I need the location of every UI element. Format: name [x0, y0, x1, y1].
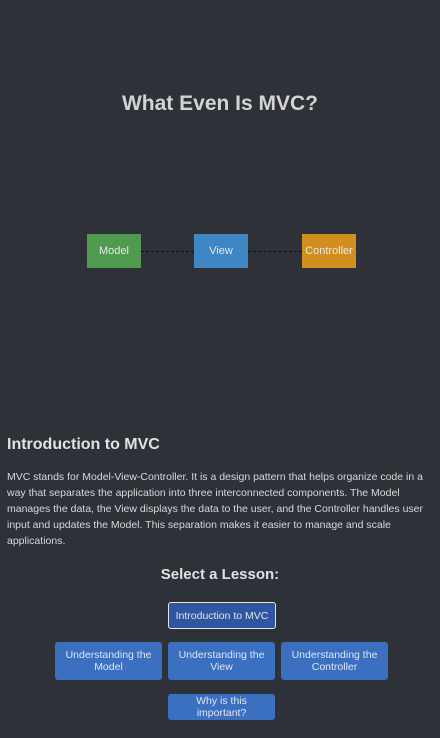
lesson-heading: Introduction to MVC — [7, 436, 160, 453]
lesson-body-text: MVC stands for Model-View-Controller. It… — [7, 471, 423, 547]
lesson-button-view[interactable]: Understanding the View — [168, 642, 275, 680]
diagram-node-controller: Controller — [302, 234, 356, 268]
view-controller-connector — [248, 251, 302, 252]
lesson-button-importance[interactable]: Why is this important? — [168, 694, 275, 720]
mvc-diagram: Model View Controller — [0, 234, 440, 270]
diagram-node-model: Model — [87, 234, 141, 268]
lesson-button-controller[interactable]: Understanding the Controller — [281, 642, 388, 680]
model-view-connector — [141, 251, 194, 252]
lesson-selector-heading: Select a Lesson: — [160, 566, 280, 583]
diagram-node-view: View — [194, 234, 248, 268]
page-title: What Even Is MVC? — [121, 92, 319, 115]
lesson-button-introduction[interactable]: Introduction to MVC — [168, 602, 276, 629]
lesson-button-model[interactable]: Understanding the Model — [55, 642, 162, 680]
